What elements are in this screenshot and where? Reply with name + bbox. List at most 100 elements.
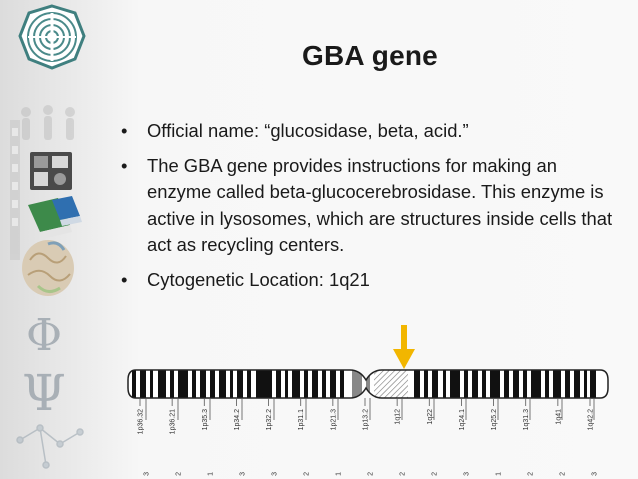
chromosome-band [366,370,370,398]
chromosome-band [219,370,226,398]
band-label: 1p35.3 [202,409,209,431]
bullet-list: • Official name: “glucosidase, beta, aci… [118,118,618,301]
chromosome-band [443,370,446,398]
band-label: 1p33 [240,472,247,476]
svg-text:Ψ: Ψ [22,364,66,422]
band-label: 1p13.2 [363,409,370,431]
band-label: 1q42.2 [588,409,595,431]
chromosome-band [230,370,233,398]
bullet-official-name: • Official name: “glucosidase, beta, aci… [118,118,618,145]
chromosome-band [192,370,196,398]
band-label: 1q43 [592,472,599,476]
chromosome-band [256,370,272,398]
band-label: 1q12 [395,409,402,425]
band-label: 1q25.2 [491,409,498,431]
band-label: 1q23.2 [432,472,439,476]
chromosome-band [472,370,478,398]
chromosome-band [513,370,519,398]
chromosome-band [424,370,428,398]
chromosome-band [553,370,561,398]
band-label: 1q21.2 [400,472,407,476]
chromosome-band [482,370,486,398]
chromosome-band [237,370,243,398]
psi-phi-letters-icon: Φ Ψ [22,310,66,422]
band-layer [128,370,608,398]
chromosome-band [312,370,318,398]
chromosome-band [464,370,468,398]
band-label: 1p31.1 [298,409,305,431]
slide-title: GBA gene [302,40,438,71]
chromosome-band [276,370,281,398]
band-label: 1q31.3 [523,409,530,431]
chromosome-band [352,370,362,398]
band-label: 1p21.1 [336,472,343,476]
band-label: 1p22.2 [304,472,311,476]
chromosome-band [523,370,527,398]
bullet-text: The GBA gene provides instructions for m… [147,154,613,256]
svg-text:Φ: Φ [26,310,62,361]
decorative-sidebar: Φ Ψ [10,4,86,469]
chromosome-band [158,370,166,398]
band-label: 1p34.2 [234,409,241,431]
bullet-text: Official name: “glucosidase, beta, acid.… [147,120,469,141]
chromosome-band [247,370,251,398]
chromosome-band [150,370,153,398]
chromosome-band [304,370,308,398]
band-label: 1p21.3 [330,409,337,431]
chromosome-band [170,370,174,398]
labyrinth-logo-icon [18,4,86,70]
band-label: 1q22 [427,409,434,425]
heterochromatin-band [374,370,408,398]
chromosome-band [285,370,288,398]
band-label: 1p36.23 [144,472,151,476]
location-arrow-icon [393,325,415,369]
bullet-glyph: • [121,154,128,176]
bullet-glyph: • [121,120,128,141]
chromosome-band [322,370,326,398]
chromosome-band [292,370,300,398]
chromosome-band [531,370,541,398]
chromosome-band [178,370,188,398]
bullet-text: Cytogenetic Location: 1q21 [147,268,370,290]
chromosome-band [432,370,438,398]
band-label: 1p36.32 [138,409,145,434]
chromosome-band [584,370,587,398]
chromosome-band [490,370,500,398]
band-label: 1q24.1 [459,409,466,431]
chromosome-band [590,370,596,398]
bullet-description: • The GBA gene provides instructions for… [118,153,618,259]
chromosome-band [565,370,570,398]
chromosome-band [504,370,509,398]
chromosome-band [450,370,460,398]
chromosome-band [200,370,206,398]
chromosome-band [140,370,146,398]
bullet-cytogenetic-location: • Cytogenetic Location: 1q21 [118,267,618,294]
band-label: 1q31.1 [496,472,503,476]
chromosome-band [340,370,344,398]
molecule-network-icon [16,424,84,469]
chromosome-band [210,370,215,398]
chromosome-band [414,370,420,398]
band-label: 1p35.1 [208,472,215,476]
brain-icon [22,240,74,296]
band-label: 1p36.21 [170,409,177,434]
calculator-icon [30,152,72,190]
chromosome-band [132,370,136,398]
band-label: 1p12 [368,472,375,476]
chromosome-band [330,370,336,398]
figures-icon [21,105,75,140]
bottom-band-labels: 1p36.23 1p36.12 1p35.1 1p33 1p31.3 1p22.2 1p21… [144,398,599,476]
bullet-glyph: • [121,268,128,290]
band-label: 1q32.2 [528,472,535,476]
chromosome-outline [127,369,609,399]
film-strip-icon [10,120,20,260]
band-label: 1p31.3 [272,472,279,476]
books-icon [28,196,82,239]
chromosome-band [574,370,580,398]
band-label: 1q24.3 [464,472,471,476]
chromosome-band [545,370,549,398]
band-label: 1p36.12 [176,472,183,476]
